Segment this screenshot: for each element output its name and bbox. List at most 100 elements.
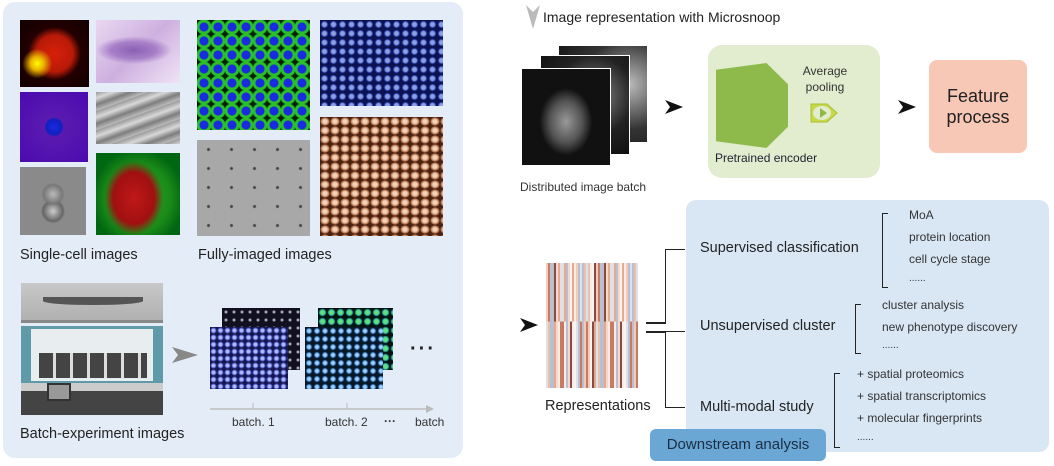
representations-heatmap [546,263,638,388]
heatmap-stripe [568,263,570,388]
heatmap-stripe [560,263,562,388]
heatmap-stripe [550,263,552,388]
arrow-right-icon [520,318,538,332]
heatmap-stripe [598,263,600,388]
heatmap-stripe [612,263,614,388]
heatmap-stripe [592,263,594,388]
lab-automation-machine-illustration [21,283,163,415]
heatmap-stripe [608,263,610,388]
heatmap-stripe [614,263,616,388]
heatmap-stripe [620,263,622,388]
branch-item: MoA [909,208,934,222]
arrow-right-icon [172,347,198,363]
heatmap-stripe [634,263,636,388]
downstream-analysis-tag: Downstream analysis [650,429,826,461]
connector-line [665,331,685,408]
heatmap-stripe [610,263,612,388]
arrow-right-icon [898,100,916,114]
fully-imaged-label: Fully-imaged images [198,247,332,263]
representations-label: Representations [545,398,651,414]
heatmap-stripe [554,263,556,388]
arrow-right-icon [665,100,683,114]
branch-item: ...... [909,273,926,284]
batch-axis-dots: ··· [384,414,396,428]
heatmap-stripe [584,263,586,388]
heatmap-stripe [594,263,596,388]
branch-item: cluster analysis [882,298,965,312]
heatmap-stripe [586,263,588,388]
branch-item: cell cycle stage [909,252,991,266]
batch-2-image [305,327,383,389]
average-pooling-label: Average pooling [802,64,848,94]
heatmap-stripe [562,263,564,388]
batch-axis-label: batch [415,415,445,429]
heatmap-stripe [622,263,624,388]
heatmap-stripe [626,263,628,388]
connector-line [646,331,666,333]
heatmap-stripe [588,263,590,388]
branch-item: + spatial proteomics [857,367,965,381]
branch-item: ...... [882,340,899,351]
heatmap-stripe [564,263,566,388]
heatmap-stripe [572,263,574,388]
single-cell-image [96,92,180,144]
heatmap-stripe [600,263,602,388]
pooling-icon [810,103,838,123]
encoder-label: Pretrained encoder [715,151,818,165]
heatmap-stripe [556,263,558,388]
branch-item: protein location [909,230,991,244]
batch-1-image [210,327,288,389]
batch-experiment-label: Batch-experiment images [20,426,185,442]
heatmap-stripe [582,263,584,388]
encoder-trapezoid-icon [716,63,788,148]
fully-imaged-image [197,20,310,130]
heatmap-stripe [578,263,580,388]
heatmap-stripe [602,263,604,388]
heatmap-stripe [548,263,550,388]
heatmap-stripe [576,263,578,388]
heatmap-stripe [630,263,632,388]
heatmap-stripe [616,263,618,388]
heatmap-stripe [558,263,560,388]
branch-supervised: Supervised classification [700,240,859,256]
heatmap-stripe [566,263,568,388]
batch-1-label: batch. 1 [232,415,275,429]
heatmap-stripe [570,263,572,388]
branch-item: + molecular fingerprints [857,411,983,425]
branch-unsupervised: Unsupervised cluster [700,318,836,334]
heatmap-stripe [574,263,576,388]
heatmap-stripe [606,263,608,388]
branch-multimodal: Multi-modal study [700,399,814,415]
heatmap-stripe [628,263,630,388]
heatmap-stripe [596,263,598,388]
branch-item: ...... [857,432,874,443]
connector-line [665,249,685,323]
connector-line [646,322,666,324]
single-cell-label: Single-cell images [20,247,138,263]
brace [834,373,840,448]
feature-process-box: Feature process [929,60,1027,153]
fully-imaged-image [320,117,443,236]
heatmap-stripe [580,263,582,388]
heatmap-stripe [552,263,554,388]
single-cell-image [20,92,88,162]
heatmap-stripe [604,263,606,388]
single-cell-image [96,153,180,235]
heatmap-stripe [618,263,620,388]
branch-item: new phenotype discovery [882,320,1018,334]
image-batch-label: Distributed image batch [520,180,647,194]
brace [855,304,861,354]
heatmap-stripe [590,263,592,388]
single-cell-image [96,20,180,83]
batch-2-label: batch. 2 [325,415,368,429]
more-batches-ellipsis: ··· [410,338,436,360]
heatmap-stripe [624,263,626,388]
pipeline-title: Image representation with Microsnoop [543,9,781,25]
single-cell-image [20,167,86,235]
heatmap-stripe [636,263,638,388]
downstream-panel [686,200,1049,452]
fully-imaged-image [197,140,310,236]
heatmap-stripe [546,263,548,388]
batch-axis [210,403,434,413]
branch-item: + spatial transcriptomics [857,389,987,403]
